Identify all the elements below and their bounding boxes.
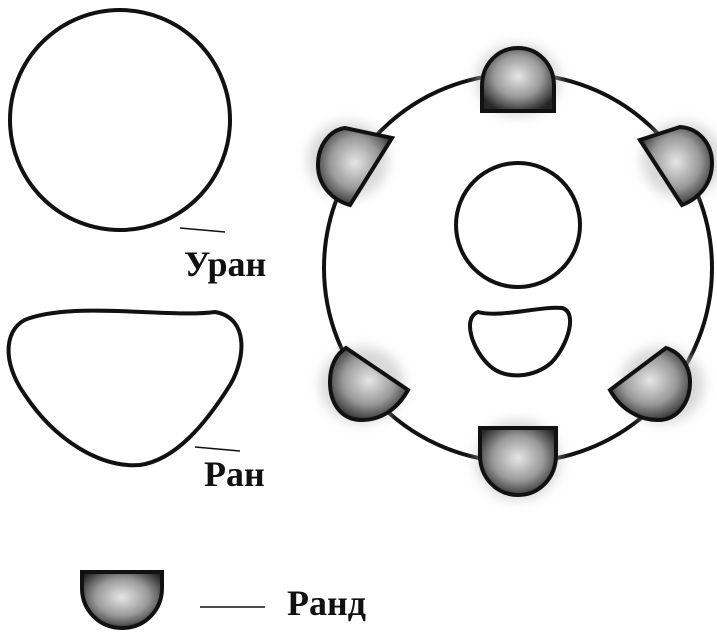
uran-shape [10,10,230,230]
uran-leader-line [180,228,225,232]
segment-top [476,44,560,116]
label-uran: Уран [184,246,266,282]
inner-circle [456,163,580,287]
rand-shape [82,572,162,628]
ran-shape [9,311,242,466]
assembled-figure [308,44,717,500]
label-ran: Ран [204,456,265,492]
ran-leader-line [195,447,240,451]
segment-bottom [476,420,560,500]
label-rand: Ранд [287,585,366,621]
